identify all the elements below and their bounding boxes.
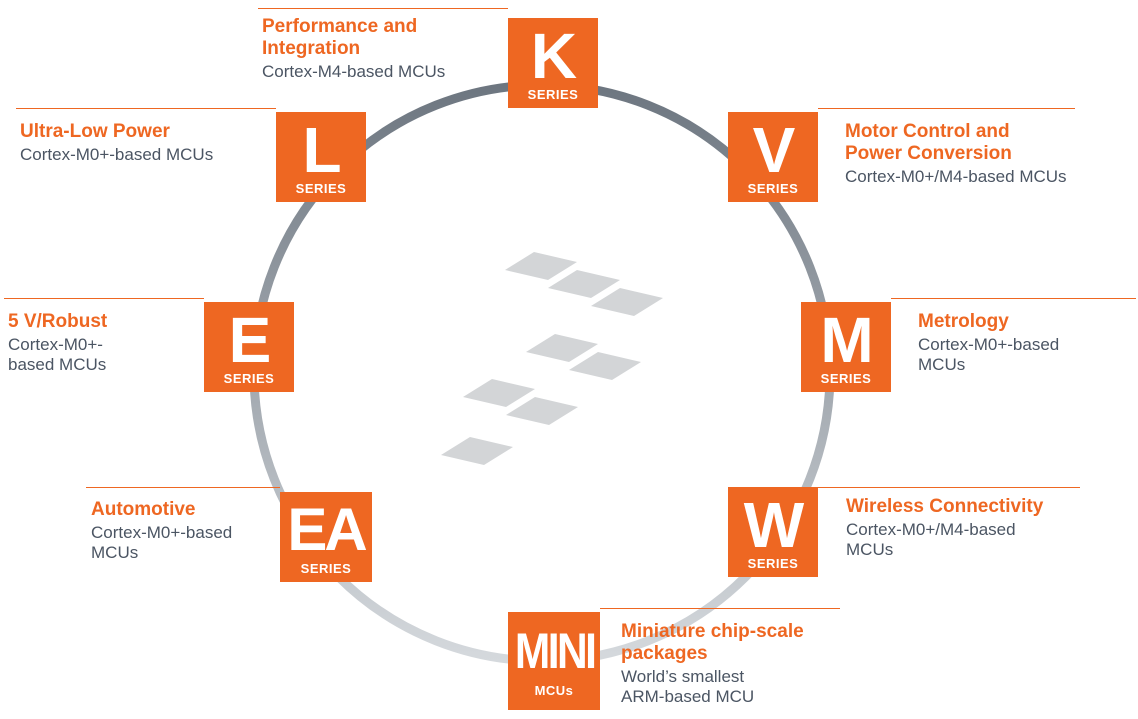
w-series-badge[interactable]: W SERIES bbox=[728, 487, 818, 577]
logo-tile bbox=[548, 270, 620, 298]
mini-mcus-title: Miniature chip-scale packages bbox=[621, 621, 804, 664]
w-series-sub: SERIES bbox=[747, 556, 799, 571]
e-series-badge[interactable]: E SERIES bbox=[204, 302, 294, 392]
v-rule bbox=[818, 108, 1075, 109]
center-logo-icon bbox=[441, 252, 663, 465]
w-series-letter: W bbox=[743, 489, 804, 561]
m-series-letter: M bbox=[820, 304, 873, 376]
w-series-title: Wireless Connectivity bbox=[846, 496, 1044, 517]
mini-mcus-desc: World’s smallest ARM-based MCU bbox=[621, 667, 755, 706]
ea-series-label: Automotive Cortex-M0+-based MCUs bbox=[91, 499, 276, 563]
ea-series-title: Automotive bbox=[91, 499, 196, 520]
mini-rule bbox=[600, 608, 840, 609]
k-rule bbox=[258, 8, 508, 9]
logo-tile bbox=[569, 352, 641, 380]
ea-rule bbox=[86, 487, 280, 488]
l-series-title: Ultra-Low Power bbox=[20, 121, 170, 142]
e-rule bbox=[4, 298, 204, 299]
logo-tile bbox=[591, 288, 663, 316]
w-rule bbox=[818, 487, 1080, 488]
e-series-label: 5 V/Robust Cortex-M0+-based MCUs bbox=[8, 311, 188, 375]
l-series-badge[interactable]: L SERIES bbox=[276, 112, 366, 202]
k-series-title: Performance and Integration bbox=[262, 16, 418, 59]
v-series-title: Motor Control and Power Conversion bbox=[845, 121, 1012, 164]
mini-mcus-badge[interactable]: MINI MCUs bbox=[508, 612, 600, 710]
l-series-desc: Cortex-M0+-based MCUs bbox=[20, 145, 214, 164]
e-series-title: 5 V/Robust bbox=[8, 311, 108, 332]
ea-series-letter: EA bbox=[287, 496, 367, 563]
logo-tile bbox=[441, 437, 513, 465]
e-series-sub: SERIES bbox=[223, 371, 275, 386]
v-series-label: Motor Control and Power Conversion Corte… bbox=[845, 121, 1135, 187]
v-series-badge[interactable]: V SERIES bbox=[728, 112, 818, 202]
m-series-sub: SERIES bbox=[820, 371, 872, 386]
logo-tile bbox=[506, 397, 578, 425]
mini-mcus-label: Miniature chip-scale packages World’s sm… bbox=[621, 621, 851, 707]
m-series-badge[interactable]: M SERIES bbox=[801, 302, 891, 392]
logo-tile bbox=[526, 334, 598, 362]
l-rule bbox=[16, 108, 276, 109]
l-series-letter: L bbox=[302, 114, 341, 186]
l-series-sub: SERIES bbox=[295, 181, 347, 196]
m-series-title: Metrology bbox=[918, 311, 1009, 332]
k-series-letter: K bbox=[530, 20, 577, 92]
ea-series-desc: Cortex-M0+-based MCUs bbox=[91, 523, 233, 562]
logo-tile bbox=[463, 379, 535, 407]
m-series-desc: Cortex-M0+-based MCUs bbox=[918, 335, 1060, 374]
mini-mcus-sub: MCUs bbox=[534, 683, 574, 698]
e-series-letter: E bbox=[228, 304, 272, 376]
l-series-label: Ultra-Low Power Cortex-M0+-based MCUs bbox=[20, 121, 270, 165]
v-series-sub: SERIES bbox=[747, 181, 799, 196]
k-series-badge[interactable]: K SERIES bbox=[508, 18, 598, 108]
ea-series-sub: SERIES bbox=[300, 561, 352, 576]
m-rule bbox=[891, 298, 1136, 299]
v-series-desc: Cortex-M0+/M4-based MCUs bbox=[845, 167, 1067, 186]
ea-series-badge[interactable]: EA SERIES bbox=[280, 492, 372, 582]
k-series-desc: Cortex-M4-based MCUs bbox=[262, 62, 446, 81]
logo-tile bbox=[505, 252, 577, 280]
v-series-letter: V bbox=[752, 114, 796, 186]
k-series-sub: SERIES bbox=[527, 87, 579, 102]
e-series-desc: Cortex-M0+-based MCUs bbox=[8, 335, 107, 374]
w-series-label: Wireless Connectivity Cortex-M0+/M4-base… bbox=[846, 496, 1116, 560]
k-series-label: Performance and Integration Cortex-M4-ba… bbox=[262, 16, 497, 82]
mini-mcus-letter: MINI bbox=[514, 623, 597, 679]
w-series-desc: Cortex-M0+/M4-based MCUs bbox=[846, 520, 1016, 559]
m-series-label: Metrology Cortex-M0+-based MCUs bbox=[918, 311, 1118, 375]
